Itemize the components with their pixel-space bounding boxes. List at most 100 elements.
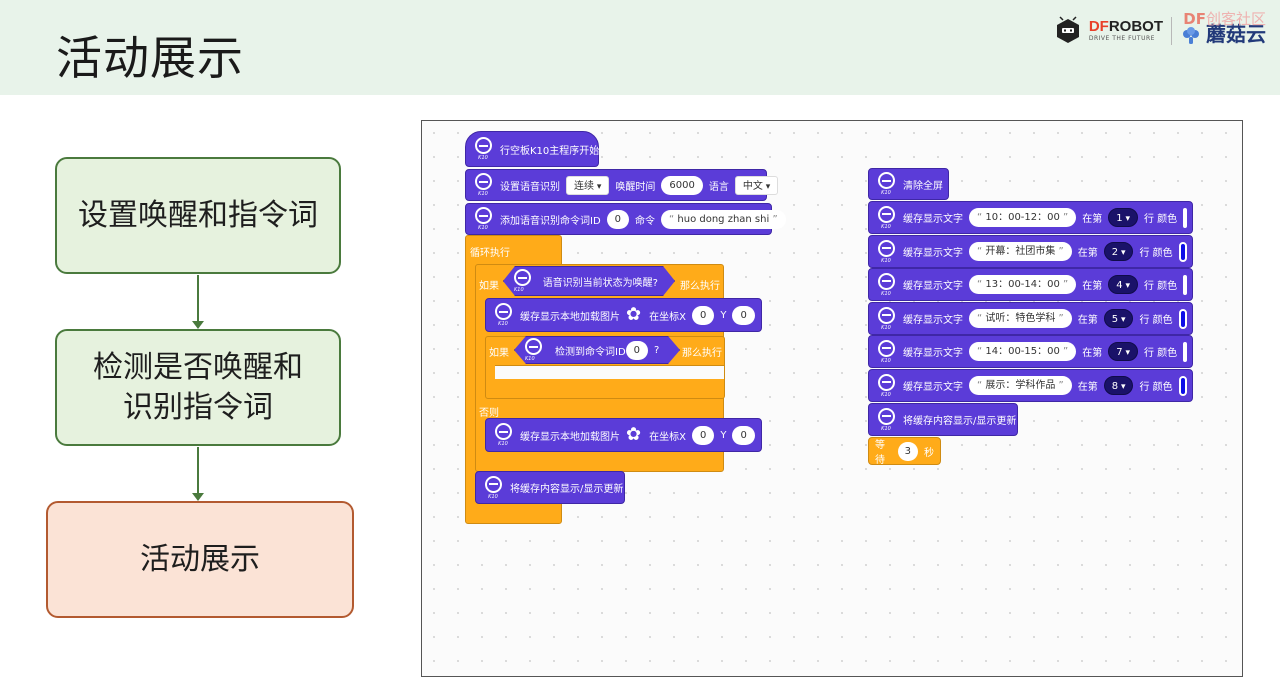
text-row-block[interactable]: K10 缓存显示文字 13：00-14：00 在第 4 行 颜色	[868, 268, 1193, 301]
y-input[interactable]: 0	[732, 305, 755, 325]
refresh-label: 将缓存内容显示/显示更新	[510, 484, 624, 495]
mgy-logo: 蘑菇云 DF创客社区	[1180, 10, 1266, 47]
show-image-label: 缓存显示本地加载图片	[520, 431, 620, 443]
text-input[interactable]: 14：00-15：00	[969, 342, 1077, 361]
start-label: 行空板K10主程序开始	[500, 145, 600, 157]
text-label: 缓存显示文字	[903, 214, 963, 225]
color-swatch[interactable]	[1178, 241, 1187, 262]
text-input[interactable]: 开幕：社团市集	[969, 242, 1072, 261]
row-color-label: 行 颜色	[1139, 315, 1173, 326]
k10-icon: K10	[514, 269, 543, 293]
wake-status-label: 语音识别当前状态为唤醒?	[542, 277, 658, 289]
text-row-block[interactable]: K10 缓存显示文字 试听：特色学科 在第 5 行 颜色	[868, 302, 1193, 335]
y-label: Y	[720, 429, 727, 441]
k10-icon: K10	[869, 169, 903, 199]
robot-icon	[1056, 15, 1079, 43]
line-label: 在第	[1077, 382, 1098, 393]
y-input[interactable]: 0	[732, 425, 755, 445]
k10-icon: K10	[466, 204, 500, 234]
text-row-block[interactable]: K10 缓存显示文字 开幕：社团市集 在第 2 行 颜色	[868, 235, 1193, 268]
line-dropdown[interactable]: 7	[1108, 342, 1138, 361]
text-label: 缓存显示文字	[903, 281, 963, 292]
color-swatch[interactable]	[1178, 375, 1187, 396]
if-label: 如果	[479, 281, 499, 292]
wait-block[interactable]: 等待 3 秒	[868, 437, 941, 466]
code-canvas[interactable]: 循环执行 如果 那么执行 否则 如果 那么执行 K10 行空板K10主程序开始 …	[421, 120, 1243, 677]
gear-icon[interactable]: ✿	[626, 424, 642, 445]
wait-input[interactable]: 3	[897, 441, 918, 461]
wait-unit: 秒	[924, 447, 934, 459]
command-input[interactable]: huo dong zhan shi	[661, 209, 786, 229]
mode-dropdown[interactable]: 连续	[566, 175, 610, 195]
text-label: 缓存显示文字	[903, 248, 963, 259]
text-row-block[interactable]: K10 缓存显示文字 10：00-12：00 在第 1 行 颜色	[868, 201, 1193, 234]
pos-x-label: 在坐标X	[649, 431, 686, 443]
pos-x-label: 在坐标X	[649, 311, 686, 323]
text-label: 缓存显示文字	[903, 382, 963, 393]
flow-step-show: 活动展示	[46, 501, 354, 618]
flow-step-detect: 检测是否唤醒和识别指令词	[55, 329, 341, 446]
line-dropdown[interactable]: 5	[1103, 309, 1134, 328]
dfrobot-brand-df: DF	[1088, 18, 1109, 35]
line-dropdown[interactable]: 2	[1103, 242, 1134, 261]
refresh-display-block[interactable]: K10 将缓存内容显示/显示更新	[868, 403, 1018, 436]
voice-setup-label: 设置语音识别	[500, 181, 560, 193]
text-row-block[interactable]: K10 缓存显示文字 展示：学科作品 在第 8 行 颜色	[868, 369, 1193, 402]
color-swatch[interactable]	[1183, 274, 1188, 295]
k10-icon: K10	[476, 472, 510, 503]
clear-screen-block[interactable]: K10 清除全屏	[868, 168, 949, 200]
command-detected-label: 检测到命令词ID	[555, 346, 626, 358]
gear-icon[interactable]: ✿	[626, 304, 642, 325]
text-input[interactable]: 10：00-12：00	[969, 208, 1077, 227]
command-label: 命令	[635, 215, 656, 227]
line-label: 在第	[1077, 248, 1098, 259]
color-swatch[interactable]	[1183, 341, 1188, 362]
else-label: 否则	[479, 408, 499, 419]
line-label: 在第	[1082, 281, 1103, 292]
text-input[interactable]: 试听：特色学科	[969, 309, 1072, 328]
refresh-display-block[interactable]: K10 将缓存内容显示/显示更新	[475, 471, 625, 504]
text-input[interactable]: 13：00-14：00	[969, 275, 1077, 294]
flow-step-setup: 设置唤醒和指令词	[55, 157, 341, 274]
wake-status-condition[interactable]: K10 语音识别当前状态为唤醒?	[503, 266, 675, 296]
page-title: 活动展示	[56, 31, 244, 85]
mushroom-icon	[1183, 27, 1199, 44]
k10-icon: K10	[869, 269, 903, 300]
show-image-block[interactable]: K10 缓存显示本地加载图片 ✿ 在坐标X 0 Y 0	[485, 418, 762, 452]
watermark-text: 创客社区	[1205, 10, 1266, 28]
y-label: Y	[720, 309, 727, 321]
line-dropdown[interactable]: 4	[1108, 275, 1138, 294]
flow-arrow	[192, 275, 204, 329]
wait-label: 等待	[875, 440, 885, 466]
color-swatch[interactable]	[1183, 207, 1188, 228]
command-detected-condition[interactable]: K10 检测到命令词ID 0 ?	[514, 336, 680, 364]
command-detected-id-input[interactable]: 0	[626, 341, 648, 360]
color-swatch[interactable]	[1178, 308, 1187, 329]
mgy-text: 蘑菇云	[1206, 22, 1266, 46]
x-input[interactable]: 0	[691, 305, 715, 325]
k10-icon: K10	[466, 132, 500, 166]
line-dropdown[interactable]: 1	[1108, 208, 1138, 227]
question-mark: ?	[654, 344, 660, 356]
command-id-input[interactable]: 0	[606, 209, 630, 229]
k10-icon: K10	[869, 336, 903, 367]
add-command-block[interactable]: K10 添加语音识别命令词ID 0 命令 huo dong zhan shi	[465, 203, 786, 235]
k10-icon: K10	[869, 370, 903, 401]
k10-icon: K10	[869, 202, 903, 233]
text-input[interactable]: 展示：学科作品	[969, 376, 1072, 395]
dfrobot-brand-robot: ROBOT	[1108, 18, 1163, 35]
lang-label: 语言	[708, 181, 729, 193]
add-command-label: 添加语音识别命令词ID	[500, 215, 601, 227]
voice-setup-block[interactable]: K10 设置语音识别 连续 唤醒时间 6000 语言 中文	[465, 169, 779, 201]
text-row-block[interactable]: K10 缓存显示文字 14：00-15：00 在第 7 行 颜色	[868, 335, 1193, 368]
refresh-label: 将缓存内容显示/显示更新	[903, 416, 1017, 427]
x-input[interactable]: 0	[691, 425, 715, 445]
show-image-block[interactable]: K10 缓存显示本地加载图片 ✿ 在坐标X 0 Y 0	[485, 298, 762, 332]
wake-time-input[interactable]: 6000	[661, 175, 703, 195]
row-color-label: 行 颜色	[1144, 348, 1178, 359]
row-color-label: 行 颜色	[1139, 248, 1173, 259]
line-dropdown[interactable]: 8	[1103, 376, 1134, 395]
logo-area: DFROBOT DRIVE THE FUTURE 蘑菇云 DF创客社区	[1053, 10, 1266, 47]
start-block[interactable]: K10 行空板K10主程序开始	[465, 131, 599, 167]
lang-dropdown[interactable]: 中文	[734, 175, 779, 195]
